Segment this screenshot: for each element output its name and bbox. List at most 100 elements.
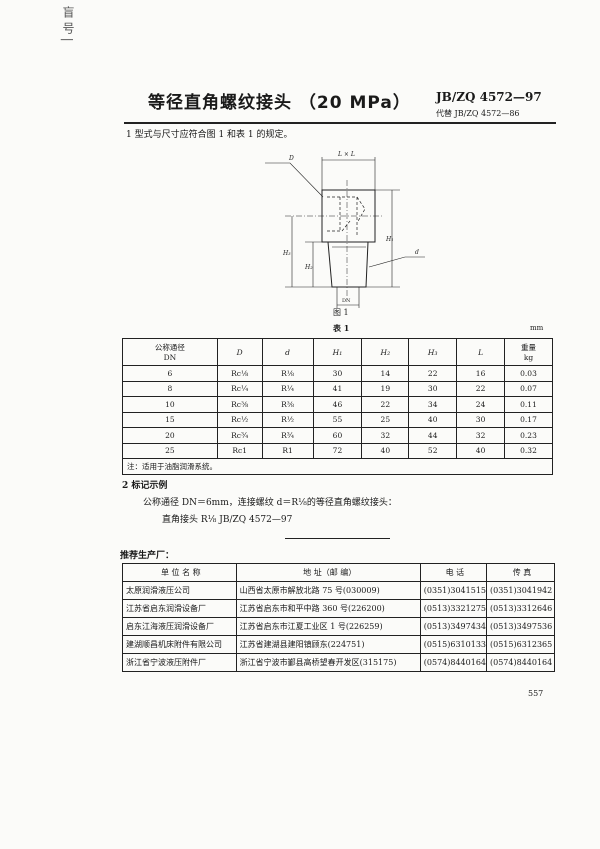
table-cell: 山西省太原市解放北路 75 号(030009) xyxy=(235,581,421,600)
table-cell: 40 xyxy=(408,411,458,428)
table-cell: (0513)3497434 xyxy=(419,617,488,636)
table-cell: 34 xyxy=(408,396,458,413)
table-cell: (0351)3041515 xyxy=(419,581,488,600)
table-cell: 江苏省启东市和平中路 360 号(226200) xyxy=(235,599,421,618)
header-text: H₂ xyxy=(380,347,391,357)
column-header: d xyxy=(261,338,314,366)
table-header-row: 单 位 名 称地 址（邮 编）电 话传 真 xyxy=(122,563,555,582)
table-cell: 6 xyxy=(122,365,218,382)
table-cell: (0513)3497536 xyxy=(486,617,555,636)
header-text: DN xyxy=(163,353,177,362)
table-cell: R⅜ xyxy=(261,396,314,413)
table-cell: (0574)8440164 xyxy=(486,653,555,672)
table-cell: 建湖顺昌机床附件有限公司 xyxy=(122,635,237,654)
header-text: kg xyxy=(523,353,534,362)
table-cell: 25 xyxy=(122,442,218,459)
table-cell: 15 xyxy=(122,411,218,428)
table-cell: R¾ xyxy=(261,427,314,444)
column-header: D xyxy=(216,338,263,366)
marking-example-line2: 直角接头 R⅛ JB/ZQ 4572—97 xyxy=(162,515,293,525)
table-cell: R¼ xyxy=(261,380,314,397)
table-cell: 0.17 xyxy=(504,411,553,428)
table-cell: 30 xyxy=(312,365,363,382)
table-1-caption: 表 1 xyxy=(333,323,350,333)
table-cell: 19 xyxy=(361,380,410,397)
table-cell: 0.32 xyxy=(504,442,553,459)
threaded-stem xyxy=(327,241,369,288)
header-rule xyxy=(124,122,556,124)
table-cell: 40 xyxy=(456,442,506,459)
header-text: 重量 xyxy=(521,343,536,352)
table-cell: 24 xyxy=(456,396,506,413)
table-note: 注：适用于油脂润滑系统。 xyxy=(122,458,553,475)
table-cell: 32 xyxy=(361,427,410,444)
manufacturer-row: 浙江省宁波液压附件厂浙江省宁波市鄞县高桥望春开发区(315175)(0574)8… xyxy=(122,653,555,672)
table-cell: 0.23 xyxy=(504,427,553,444)
table-cell: 25 xyxy=(361,411,410,428)
table-cell: 江苏省建湖县建阳镇顾东(224751) xyxy=(235,635,421,654)
label-H2: H₂ xyxy=(304,264,313,271)
table-cell: 22 xyxy=(361,396,410,413)
standard-number: JB/ZQ 4572—97 xyxy=(436,90,542,104)
table-cell: 44 xyxy=(408,427,458,444)
header-text: H₃ xyxy=(427,347,438,357)
label-DN: DN xyxy=(342,298,351,304)
manufacturers-table: 单 位 名 称地 址（邮 编）电 话传 真太原润滑液压公司山西省太原市解放北路 … xyxy=(122,563,555,672)
page-title: 等径直角螺纹接头 （20 MPa） xyxy=(148,93,411,113)
header-text: d xyxy=(285,347,290,357)
section-1-text: 1 型式与尺寸应符合图 1 和表 1 的规定。 xyxy=(126,130,293,140)
table-cell: 江苏省启东润滑设备厂 xyxy=(122,599,237,618)
table-cell: 浙江省宁波市鄞县高桥望春开发区(315175) xyxy=(235,653,421,672)
label-LxL: L × L xyxy=(337,151,355,158)
header-text: H₁ xyxy=(332,347,343,357)
table-cell: R1 xyxy=(261,442,314,459)
table-cell: R½ xyxy=(261,411,314,428)
table-cell: 72 xyxy=(312,442,363,459)
section-2-heading: 2 标记示例 xyxy=(122,481,168,491)
table-cell: 浙江省宁波液压附件厂 xyxy=(122,653,237,672)
table-cell: Rc⅜ xyxy=(216,396,263,413)
table-cell: 32 xyxy=(456,427,506,444)
header-text: 公称通径 xyxy=(154,343,185,352)
manufacturers-heading: 推荐生产厂： xyxy=(120,551,175,561)
table-cell: Rc¼ xyxy=(216,380,263,397)
table-cell: Rc1 xyxy=(216,442,263,459)
manufacturer-row: 建湖顺昌机床附件有限公司江苏省建湖县建阳镇顾东(224751)(0515)631… xyxy=(122,635,555,654)
table-cell: (0574)8440164 xyxy=(419,653,488,672)
table-cell: 16 xyxy=(456,365,506,382)
end-rule xyxy=(285,538,390,539)
table-cell: Rc¾ xyxy=(216,427,263,444)
label-H1: H₁ xyxy=(385,236,394,243)
table-cell: (0515)6312365 xyxy=(486,635,555,654)
manufacturer-row: 太原润滑液压公司山西省太原市解放北路 75 号(030009)(0351)304… xyxy=(122,581,555,600)
manufacturer-row: 江苏省启东润滑设备厂江苏省启东市和平中路 360 号(226200)(0513)… xyxy=(122,599,555,618)
replaces-standard: 代替 JB/ZQ 4572—86 xyxy=(436,109,520,118)
table-cell: 55 xyxy=(312,411,363,428)
table-cell: 江苏省启东市江夏工业区 1 号(226259) xyxy=(235,617,421,636)
table-cell: (0513)3321275 xyxy=(419,599,488,618)
table-cell: 10 xyxy=(122,396,218,413)
table-cell: 40 xyxy=(361,442,410,459)
label-H3: H₃ xyxy=(282,250,291,257)
column-header: H₂ xyxy=(361,338,410,366)
marking-example-line1: 公称通径 DN＝6mm，连接螺纹 d＝R⅛的等径直角螺纹接头： xyxy=(143,498,397,508)
table-cell: (0513)3312646 xyxy=(486,599,555,618)
column-header: 单 位 名 称 xyxy=(122,563,237,582)
table-cell: 0.11 xyxy=(504,396,553,413)
table-cell: 0.03 xyxy=(504,365,553,382)
table-cell: (0515)6310133 xyxy=(419,635,488,654)
column-header: 地 址（邮 编） xyxy=(235,563,421,582)
figure-1-drawing: D L × L H₁ H₃ H₂ d DN xyxy=(265,151,425,308)
table-cell: 启东江海液压润滑设备厂 xyxy=(122,617,237,636)
column-header: H₁ xyxy=(312,338,363,366)
table-cell: 0.07 xyxy=(504,380,553,397)
table-cell: (0351)3041942 xyxy=(486,581,555,600)
table-cell: 太原润滑液压公司 xyxy=(122,581,237,600)
